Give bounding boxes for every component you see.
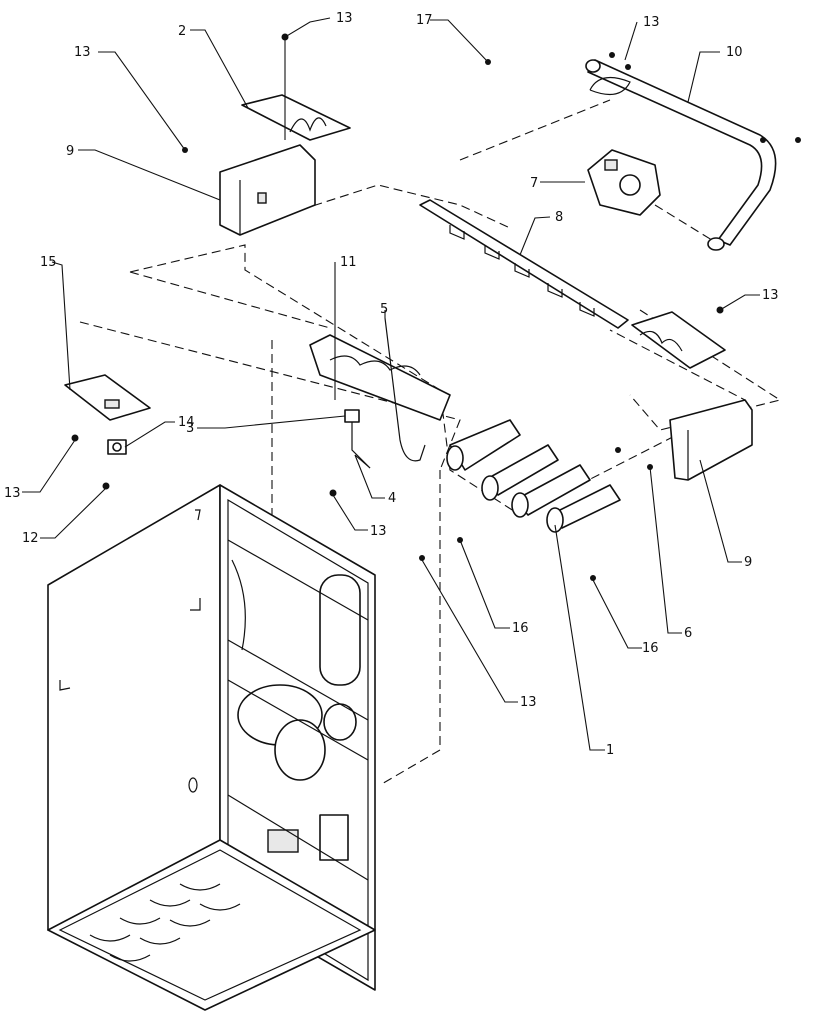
callout-16-right: 16 bbox=[642, 641, 659, 656]
furnace-cabinet bbox=[47, 484, 376, 1011]
part-10-gas-manifold bbox=[585, 59, 777, 251]
callout-11: 11 bbox=[340, 255, 357, 270]
callout-9-right: 9 bbox=[744, 555, 752, 570]
callout-14: 14 bbox=[178, 415, 195, 430]
part-5-igniter-wire bbox=[384, 317, 426, 462]
part-11-front-panel bbox=[309, 334, 451, 421]
callout-13-bottom: 13 bbox=[520, 695, 537, 710]
part-3-sensor bbox=[344, 409, 371, 469]
callout-1: 1 bbox=[606, 743, 614, 758]
part-7-gas-valve bbox=[587, 149, 661, 216]
callout-10: 10 bbox=[726, 45, 743, 60]
callout-13-top: 13 bbox=[336, 11, 353, 26]
part-14-limit-switch bbox=[107, 439, 127, 455]
leader-lines bbox=[22, 17, 760, 751]
callout-9-left: 9 bbox=[66, 144, 74, 159]
callout-15: 15 bbox=[40, 255, 57, 270]
callout-13-right-mid: 13 bbox=[762, 288, 779, 303]
part-2-top-plate bbox=[241, 94, 351, 141]
callout-2: 2 bbox=[178, 24, 186, 39]
callout-7: 7 bbox=[530, 176, 538, 191]
callout-13-left-mid: 13 bbox=[4, 486, 21, 501]
callout-17: 17 bbox=[416, 13, 433, 28]
callout-13-left-top: 13 bbox=[74, 45, 91, 60]
callout-13-right-top: 13 bbox=[643, 15, 660, 30]
callout-6: 6 bbox=[684, 626, 692, 641]
callout-8: 8 bbox=[555, 210, 563, 225]
part-15-plate bbox=[64, 374, 151, 421]
callout-labels: 2 13 17 13 10 13 9 7 8 15 11 5 13 3 14 1… bbox=[4, 11, 779, 758]
callout-4: 4 bbox=[388, 491, 396, 506]
part-9-right-bracket bbox=[669, 399, 753, 481]
part-8-burner-bracket bbox=[419, 199, 629, 329]
callout-3: 3 bbox=[186, 421, 194, 436]
callout-5: 5 bbox=[380, 302, 388, 317]
callout-12: 12 bbox=[22, 531, 39, 546]
callout-16-left: 16 bbox=[512, 621, 529, 636]
callout-13-center: 13 bbox=[370, 524, 387, 539]
right-shield-plate bbox=[631, 311, 726, 369]
part-9-left-bracket bbox=[219, 144, 316, 236]
part-1-burners bbox=[446, 419, 621, 533]
